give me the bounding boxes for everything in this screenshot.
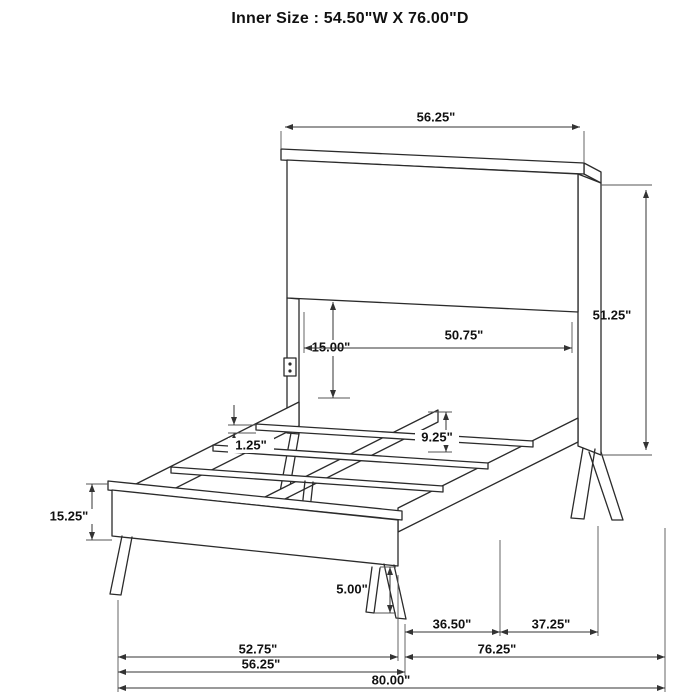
headboard <box>278 148 624 521</box>
dim-label-leg-span-left: 36.50" <box>433 616 472 631</box>
slat-2 <box>212 444 489 470</box>
rail-bracket <box>283 357 297 377</box>
headboard-cap <box>280 148 585 175</box>
diagram-title: Inner Size : 54.50"W X 76.00"D <box>231 10 469 27</box>
headboard-right-flare-leg <box>570 447 596 520</box>
bottom-extension-lines <box>117 526 666 692</box>
dim-label-leg-span-right: 37.25" <box>532 616 571 631</box>
footboard-cap <box>107 480 403 521</box>
dim-label-slat-thickness: 1.25" <box>235 437 266 452</box>
footboard-left-flare-leg <box>109 535 133 596</box>
dim-headboard-to-slats: 15.00" <box>306 302 358 399</box>
footboard-panel <box>111 489 399 567</box>
dim-label-headboard-to-slats: 15.00" <box>312 339 351 354</box>
dim-rail-length: 76.25" <box>405 641 665 660</box>
dim-label-footboard-width: 56.25" <box>242 656 281 671</box>
dim-headboard-height: 51.25" <box>593 184 652 456</box>
dim-leg-span-right: 37.25" <box>500 616 598 635</box>
dim-label-center-leg-height: 5.00" <box>336 581 367 596</box>
dim-label-rail-length: 76.25" <box>478 641 517 656</box>
dim-label-footboard-height: 15.25" <box>50 508 89 523</box>
footboard-right-flare-leg <box>383 563 407 620</box>
dim-platform-length: 52.75" <box>118 641 398 660</box>
dim-slat-thickness: 1.25" <box>228 405 274 453</box>
dim-leg-span-left: 36.50" <box>405 616 500 635</box>
dim-label-rail-depth: 9.25" <box>421 429 452 444</box>
dim-overall-depth: 80.00" <box>118 672 665 691</box>
dim-footboard-height: 15.25" <box>45 483 112 541</box>
slat-frame <box>127 401 579 614</box>
dim-headboard-width-top: 56.25" <box>280 109 585 163</box>
dim-center-leg-height: 5.00" <box>336 566 396 614</box>
dim-inner-width: 50.75" <box>303 312 573 353</box>
bracket-bolt <box>288 362 292 366</box>
dim-label-inner-width: 50.75" <box>445 327 484 342</box>
headboard-right-rear-leg <box>588 451 624 521</box>
dim-label-platform-length: 52.75" <box>239 641 278 656</box>
dim-label-overall-depth: 80.00" <box>372 672 411 687</box>
dim-footboard-width: 56.25" <box>118 656 405 675</box>
dim-rail-depth: 9.25" <box>415 411 459 453</box>
slat-3 <box>170 466 444 493</box>
dim-label-headboard-height: 51.25" <box>593 307 632 322</box>
footboard <box>107 480 407 620</box>
center-support-leg-front <box>365 566 381 614</box>
dim-label-headboard-width-top: 56.25" <box>417 109 456 124</box>
bracket-bolt <box>288 369 292 373</box>
headboard-panel <box>286 159 579 313</box>
